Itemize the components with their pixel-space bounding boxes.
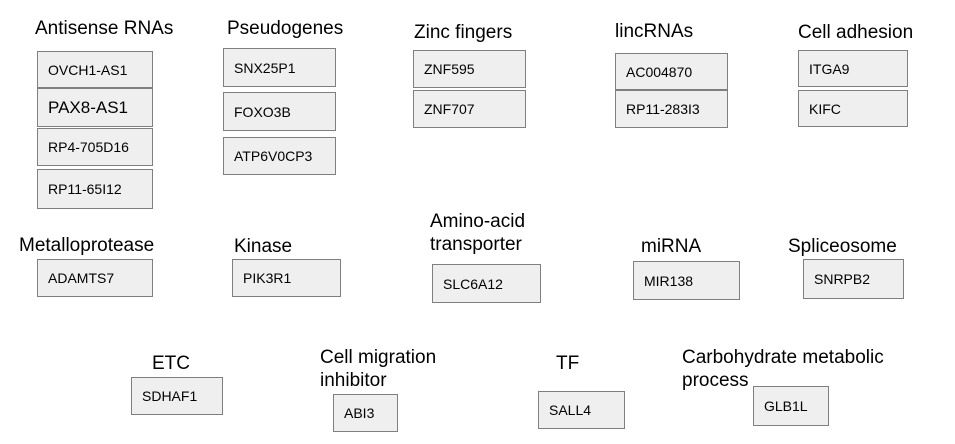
gene-box-pik3r1: PIK3R1 (232, 259, 341, 297)
gene-box-ac004870: AC004870 (615, 53, 728, 90)
gene-box-rp11-65i12: RP11-65I12 (37, 169, 153, 209)
category-label-line-1: Amino-acid (430, 211, 526, 232)
category-label-carbohydrate-metabolic-process: Carbohydrate metabolic process (682, 346, 884, 392)
gene-box-kifc: KIFC (798, 90, 908, 127)
gene-box-ovch1-as1: OVCH1-AS1 (37, 51, 153, 88)
gene-box-snrpb2: SNRPB2 (803, 259, 904, 299)
gene-box-sall4: SALL4 (538, 391, 625, 429)
gene-box-znf707: ZNF707 (413, 90, 526, 128)
category-label-antisense-rnas: Antisense RNAs (35, 18, 174, 39)
category-label-pseudogenes: Pseudogenes (227, 18, 344, 39)
category-label-tf: TF (556, 353, 580, 374)
category-label-mirna: miRNA (641, 236, 702, 257)
gene-box-slc6a12: SLC6A12 (432, 264, 541, 303)
gene-box-abi3: ABI3 (333, 394, 398, 432)
gene-box-mir138: MIR138 (633, 261, 740, 300)
category-label-cell-adhesion: Cell adhesion (798, 22, 914, 43)
gene-box-znf595: ZNF595 (413, 50, 526, 88)
gene-box-adamts7: ADAMTS7 (37, 259, 153, 297)
category-label-metalloprotease: Metalloprotease (19, 235, 155, 256)
category-label-line-2: process (682, 370, 749, 391)
category-label-line-2: transporter (430, 234, 522, 255)
category-label-line-1: Carbohydrate metabolic (682, 347, 884, 368)
category-label-cell-migration-inhibitor: Cell migration inhibitor (320, 346, 436, 392)
category-label-lincrnas: lincRNAs (615, 21, 694, 42)
gene-box-rp4-705d16: RP4-705D16 (37, 128, 153, 166)
category-label-amino-acid-transporter: Amino-acid transporter (430, 210, 525, 256)
category-label-spliceosome: Spliceosome (788, 236, 897, 257)
gene-box-glb1l: GLB1L (753, 386, 829, 426)
gene-box-foxo3b: FOXO3B (223, 92, 336, 131)
gene-box-atp6v0cp3: ATP6V0CP3 (223, 137, 336, 175)
category-label-line-1: Cell migration (320, 347, 437, 368)
gene-box-itga9: ITGA9 (798, 50, 908, 87)
category-label-line-2: inhibitor (320, 370, 387, 391)
category-label-etc: ETC (152, 353, 190, 374)
gene-box-snx25p1: SNX25P1 (223, 48, 336, 87)
category-label-zinc-fingers: Zinc fingers (414, 22, 513, 43)
gene-box-sdhaf1: SDHAF1 (131, 377, 223, 415)
category-label-kinase: Kinase (234, 236, 293, 257)
gene-box-pax8-as1: PAX8-AS1 (37, 88, 153, 127)
gene-box-rp11-283i3: RP11-283I3 (615, 90, 728, 128)
